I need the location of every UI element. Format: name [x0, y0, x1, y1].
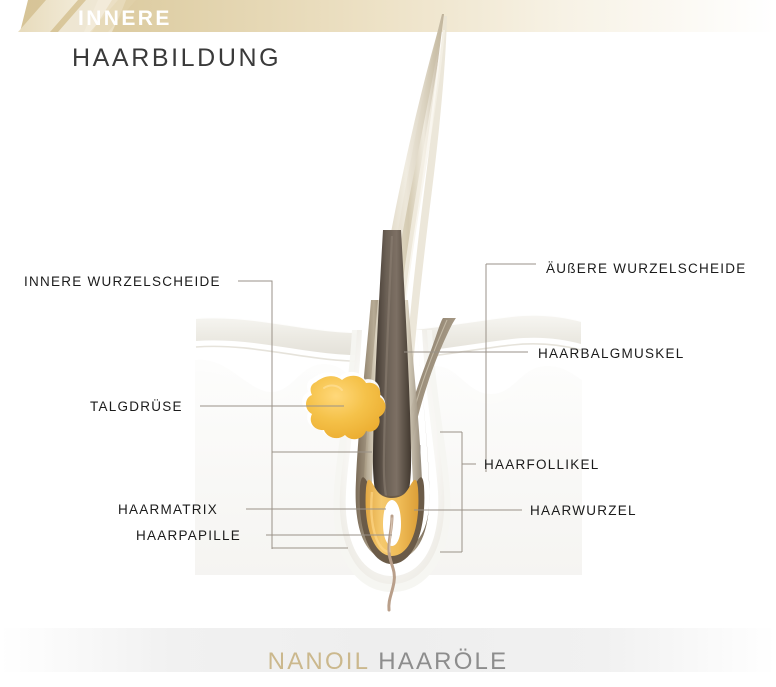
brand-logo: NANOIL HAARÖLE: [0, 648, 776, 676]
label-haarmatrix: HAARMATRIX: [118, 502, 219, 517]
page-title: HAARBILDUNG: [72, 44, 282, 72]
label-haarwurzel: HAARWURZEL: [530, 503, 637, 518]
footer-band: [0, 628, 776, 672]
header-banner: INNERE: [0, 0, 776, 36]
banner-shape: [18, 0, 776, 32]
brand-name-secondary: HAARÖLE: [369, 648, 509, 675]
label-innere-wurzelscheide: INNERE WURZELSCHEIDE: [24, 274, 221, 289]
label-talgdruese: TALGDRÜSE: [90, 399, 183, 414]
label-haarbalgmuskel: HAARBALGMUSKEL: [538, 346, 685, 361]
banner-title: INNERE: [78, 7, 172, 30]
label-haarpapille: HAARPAPILLE: [136, 528, 242, 543]
sebaceous-gland: [302, 371, 386, 440]
label-haarfollikel: HAARFOLLIKEL: [484, 457, 600, 472]
label-aeussere-wurzelscheide: ÄUßERE WURZELSCHEIDE: [546, 261, 747, 276]
brand-name-primary: NANOIL: [267, 648, 370, 675]
